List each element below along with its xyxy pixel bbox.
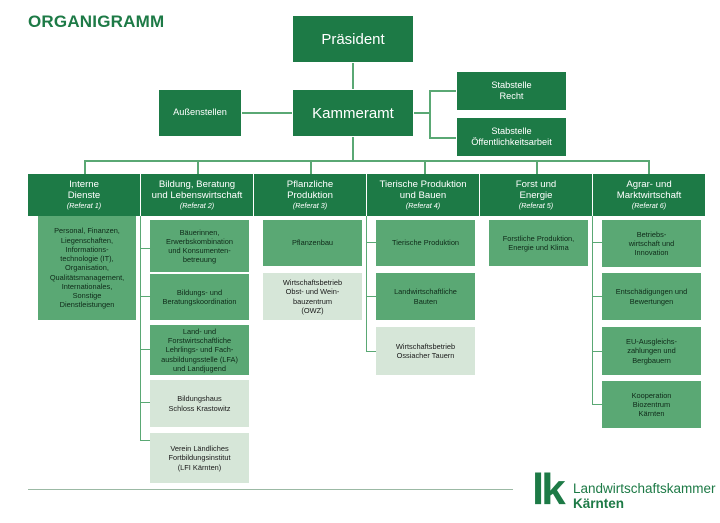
unit-box: Verein Ländliches Fortbildungsinstitut (… <box>150 433 249 483</box>
unit-box: Personal, Finanzen, Liegenschaften, Info… <box>38 216 136 320</box>
unit-box: Bildungs- und Beratungskoordination <box>150 274 249 320</box>
connector-line <box>366 351 376 352</box>
connector-line <box>592 296 602 297</box>
department-name: Interne Dienste <box>67 179 101 202</box>
kammeramt-label: Kammeramt <box>312 104 394 122</box>
unit-label: Betriebs- wirtschaft und Innovation <box>628 229 675 258</box>
connector-line <box>366 216 367 352</box>
unit-label: Wirtschaftsbetrieb Ossiacher Tauern <box>395 341 456 360</box>
connector-line <box>352 136 354 161</box>
department-ref: (Referat 6) <box>631 201 667 211</box>
connector-line <box>366 296 376 297</box>
connector-line <box>140 248 150 249</box>
stabstelle-oeffentlichkeitsarbeit-box: Stabstelle Öffentlichkeitsarbeit <box>456 117 567 157</box>
unit-label: Entschädigungen und Bewertungen <box>615 287 688 306</box>
connector-line <box>424 160 426 174</box>
unit-label: Verein Ländliches Fortbildungsinstitut (… <box>168 444 231 472</box>
unit-box: Land- und Forstwirtschaftliche Lehrlings… <box>150 325 249 375</box>
unit-label: Bildungs- und Beratungskoordination <box>162 287 237 306</box>
department-name: Agrar- und Marktwirtschaft <box>616 179 682 202</box>
logo-name-line1: Landwirtschaftskammer <box>573 481 716 496</box>
connector-line <box>352 62 354 90</box>
connector-line <box>242 112 292 114</box>
unit-label: Tierische Produktion <box>391 238 460 248</box>
unit-box: Bildungshaus Schloss Krastowitz <box>150 380 249 427</box>
connector-line <box>429 90 457 92</box>
connector-line <box>592 351 602 352</box>
unit-label: Land- und Forstwirtschaftliche Lehrlings… <box>161 326 238 373</box>
connector-line <box>536 160 538 174</box>
connector-line <box>310 160 312 174</box>
unit-box: Wirtschaftsbetrieb Ossiacher Tauern <box>376 327 475 375</box>
department-name: Forst und Energie <box>515 179 557 202</box>
footer-divider <box>28 489 513 490</box>
unit-box: Kooperation Biozentrum Kärnten <box>602 381 701 428</box>
unit-label: Personal, Finanzen, Liegenschaften, Info… <box>49 226 125 310</box>
department-ref: (Referat 4) <box>405 201 441 211</box>
aussenstellen-box: Außenstellen <box>158 89 242 137</box>
connector-line <box>140 216 141 440</box>
department-header-referat-5: Forst und Energie (Referat 5) <box>480 174 592 216</box>
connector-line <box>366 242 376 243</box>
logo-mark: lk <box>532 465 566 514</box>
department-header-referat-1: Interne Dienste (Referat 1) <box>28 174 140 216</box>
department-header-referat-6: Agrar- und Marktwirtschaft (Referat 6) <box>593 174 705 216</box>
stabstelle-recht-box: Stabstelle Recht <box>456 71 567 111</box>
connector-line <box>140 296 150 297</box>
connector-line <box>429 90 431 138</box>
department-name: Bildung, Beratung und Lebenswirtschaft <box>151 179 243 202</box>
unit-box: Betriebs- wirtschaft und Innovation <box>602 220 701 267</box>
unit-box: Entschädigungen und Bewertungen <box>602 273 701 320</box>
connector-line <box>140 440 150 441</box>
logo-name-line2: Kärnten <box>573 496 625 511</box>
department-header-referat-3: Pflanzliche Produktion (Referat 3) <box>254 174 366 216</box>
praesident-label: Präsident <box>321 30 385 48</box>
connector-line <box>197 160 199 174</box>
unit-label: Forstliche Produktion, Energie und Klima <box>502 233 575 252</box>
unit-label: Landwirtschaftliche Bauten <box>394 287 457 306</box>
department-ref: (Referat 3) <box>292 201 328 211</box>
unit-box: Pflanzenbau <box>263 220 362 266</box>
connector-line <box>84 160 86 174</box>
unit-box: Landwirtschaftliche Bauten <box>376 273 475 320</box>
department-name: Tierische Produktion und Bauen <box>379 179 467 202</box>
unit-label: Bäuerinnen, Erwerbskombination und Konsu… <box>166 227 233 265</box>
unit-box: Tierische Produktion <box>376 220 475 266</box>
aussenstellen-label: Außenstellen <box>173 107 227 118</box>
department-ref: (Referat 1) <box>66 201 102 211</box>
connector-line <box>429 137 457 139</box>
unit-box: Bäuerinnen, Erwerbskombination und Konsu… <box>150 220 249 272</box>
connector-line <box>648 160 650 174</box>
unit-box: Forstliche Produktion, Energie und Klima <box>489 220 588 266</box>
connector-line <box>140 349 150 350</box>
department-header-referat-4: Tierische Produktion und Bauen (Referat … <box>367 174 479 216</box>
unit-label: Pflanzenbau <box>291 238 334 248</box>
connector-line <box>84 160 649 162</box>
connector-line <box>592 216 593 404</box>
connector-line <box>140 402 150 403</box>
connector-line <box>592 242 602 243</box>
connector-line <box>592 404 602 405</box>
kammeramt-box: Kammeramt <box>292 89 414 137</box>
unit-box: EU-Ausgleichs- zahlungen und Bergbauern <box>602 327 701 375</box>
unit-label: Kooperation Biozentrum Kärnten <box>631 390 672 419</box>
department-ref: (Referat 2) <box>179 201 215 211</box>
unit-label: Bildungshaus Schloss Krastowitz <box>168 394 231 413</box>
connector-line <box>414 112 430 114</box>
department-name: Pflanzliche Produktion <box>286 179 334 202</box>
unit-box: Wirtschaftsbetrieb Obst- und Wein- bauze… <box>263 273 362 320</box>
department-header-referat-2: Bildung, Beratung und Lebenswirtschaft (… <box>141 174 253 216</box>
unit-label: EU-Ausgleichs- zahlungen und Bergbauern <box>626 337 677 365</box>
page-title: ORGANIGRAMM <box>28 12 165 31</box>
stabstelle-oeffentlichkeitsarbeit-label: Stabstelle Öffentlichkeitsarbeit <box>471 125 552 147</box>
department-ref: (Referat 5) <box>518 201 554 211</box>
unit-label: Wirtschaftsbetrieb Obst- und Wein- bauze… <box>282 278 343 315</box>
stabstelle-recht-label: Stabstelle Recht <box>491 79 532 101</box>
praesident-box: Präsident <box>292 15 414 63</box>
